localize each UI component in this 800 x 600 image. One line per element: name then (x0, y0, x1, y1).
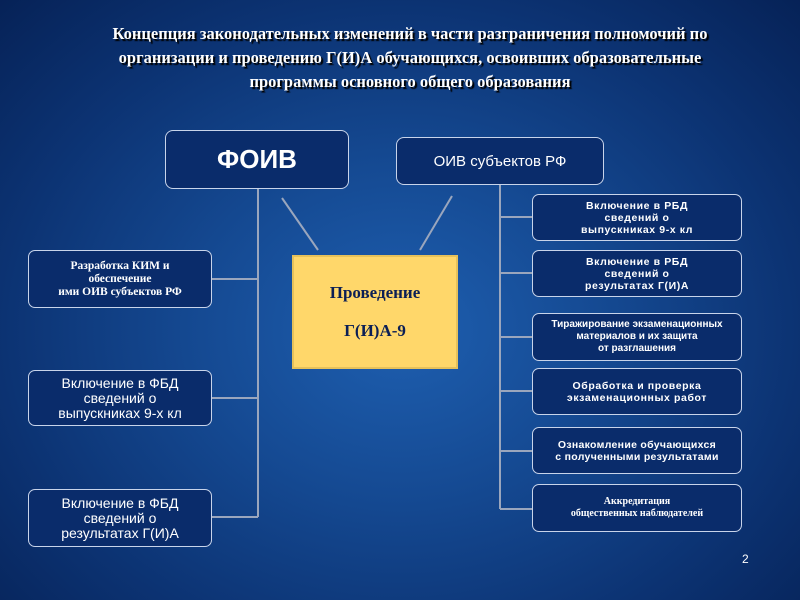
center-line-2: Г(И)А-9 (344, 321, 406, 340)
right-node-4-line: экзаменационных работ (566, 391, 708, 404)
right-node-2-line: сведений о (604, 267, 670, 280)
oiv-node: ОИВ субъектов РФ (396, 137, 604, 185)
title-line-1: Концепция законодательных изменений в ча… (112, 24, 708, 43)
title-line-3: программы основного общего образования (249, 72, 571, 91)
right-node-6-line: Аккредитация (603, 496, 671, 507)
left-node-3-line: Включение в ФБД (61, 494, 179, 511)
slide-title: Концепция законодательных изменений в ча… (40, 22, 780, 94)
right-node-5: Ознакомление обучающихся с полученными р… (532, 427, 742, 474)
left-node-2: Включение в ФБД сведений о выпускниках 9… (28, 370, 212, 426)
right-node-3-line: Тиражирование экзаменационных (551, 319, 723, 330)
right-node-6-line: общественных наблюдателей (570, 508, 704, 519)
left-node-1-line: ими ОИВ субъектов РФ (58, 285, 182, 298)
right-node-2-line: результатах Г(И)А (584, 279, 690, 292)
right-node-2-line: Включение в РБД (585, 255, 689, 268)
diag-oiv-center (419, 195, 453, 251)
right-node-5-line: с полученными результатами (555, 450, 719, 463)
right-node-6: Аккредитация общественных наблюдателей (532, 484, 742, 532)
right-node-1-line: Включение в РБД (585, 199, 689, 212)
left-node-1: Разработка КИМ и обеспечение ими ОИВ суб… (28, 250, 212, 308)
left-node-3: Включение в ФБД сведений о результатах Г… (28, 489, 212, 547)
right-node-4: Обработка и проверка экзаменационных раб… (532, 368, 742, 415)
left-node-3-line: результатах Г(И)А (61, 524, 179, 541)
right-node-1-line: сведений о (604, 211, 670, 224)
page-number: 2 (742, 552, 749, 566)
right-node-2: Включение в РБД сведений о результатах Г… (532, 250, 742, 297)
left-node-2-line: Включение в ФБД (61, 374, 179, 391)
left-node-3-line: сведений о (83, 509, 157, 526)
foiv-node: ФОИВ (165, 130, 349, 189)
right-node-4-line: Обработка и проверка (572, 379, 702, 392)
right-node-3-line: от разглашения (597, 343, 677, 354)
left-node-2-line: выпускниках 9-х кл (58, 404, 182, 421)
left-node-1-line: Разработка КИМ и (70, 259, 170, 272)
right-node-3-line: материалов и их защита (576, 331, 698, 342)
left-node-2-line: сведений о (83, 389, 157, 406)
diag-foiv-center (281, 197, 319, 251)
center-node: Проведение Г(И)А-9 (292, 255, 458, 369)
right-node-1: Включение в РБД сведений о выпускниках 9… (532, 194, 742, 241)
right-node-5-line: Ознакомление обучающихся (557, 438, 717, 451)
right-node-3: Тиражирование экзаменационных материалов… (532, 313, 742, 361)
right-node-1-line: выпускниках 9-х кл (580, 223, 694, 236)
center-line-1: Проведение (329, 283, 421, 302)
left-node-1-line: обеспечение (88, 272, 152, 285)
title-line-2: организации и проведению Г(И)А обучающих… (118, 48, 702, 67)
